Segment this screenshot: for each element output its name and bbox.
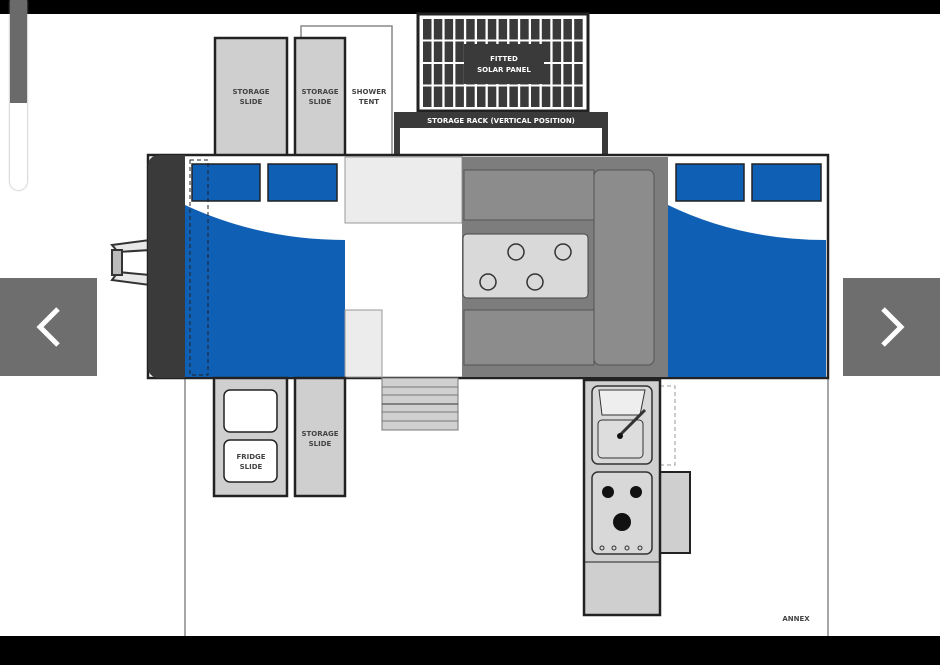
outdoor-kitchen — [582, 378, 691, 617]
solar-cell — [423, 64, 432, 85]
solar-cell — [563, 41, 572, 62]
solar-cell — [574, 64, 583, 85]
solar-cell — [541, 19, 551, 40]
solar-cell — [433, 64, 443, 85]
storage-slide-2 — [293, 36, 347, 158]
storage-rack — [394, 112, 608, 156]
solar-cell — [498, 19, 508, 40]
storage-slide-1-line2: SLIDE — [240, 98, 263, 106]
scrollbar[interactable] — [10, 0, 27, 190]
solar-cell — [531, 86, 540, 107]
storage-slide-3-line1: STORAGE — [301, 430, 338, 438]
solar-cell — [509, 86, 518, 107]
solar-cell — [477, 86, 486, 107]
solar-cell — [531, 19, 540, 40]
fridge-slide-line1: FRIDGE — [236, 453, 265, 461]
next-image-button[interactable] — [843, 278, 940, 376]
solar-cell — [466, 86, 475, 107]
solar-cell — [444, 41, 454, 62]
solar-cell — [466, 19, 475, 40]
solar-cell — [552, 41, 562, 62]
solar-cell — [541, 64, 551, 85]
scrollbar-thumb[interactable] — [10, 0, 27, 103]
storage-slide-2-line1: STORAGE — [301, 88, 338, 96]
storage-slide-3-line2: SLIDE — [309, 440, 332, 448]
solar-cell — [541, 86, 551, 107]
previous-image-button[interactable] — [0, 278, 97, 376]
chevron-left-icon — [35, 307, 60, 347]
solar-cell — [574, 41, 583, 62]
solar-cell — [487, 19, 497, 40]
solar-cell — [563, 86, 572, 107]
solar-panel-line2: SOLAR PANEL — [477, 66, 531, 74]
solar-panel — [416, 12, 590, 113]
solar-cell — [444, 19, 454, 40]
trailer-body — [146, 153, 830, 380]
solar-cell — [520, 19, 529, 40]
solar-cell — [423, 41, 432, 62]
solar-cell — [477, 19, 486, 40]
solar-cell — [552, 19, 562, 40]
solar-cell — [552, 64, 562, 85]
fridge-slide — [212, 376, 289, 498]
solar-cell — [455, 64, 464, 85]
solar-cell — [563, 19, 572, 40]
solar-cell — [563, 64, 572, 85]
solar-cell — [541, 41, 551, 62]
solar-cell — [433, 41, 443, 62]
storage-rack-label: STORAGE RACK (VERTICAL POSITION) — [427, 117, 575, 125]
entry-steps — [381, 377, 459, 431]
solar-cell — [444, 86, 454, 107]
solar-cell — [455, 86, 464, 107]
solar-cell — [455, 41, 464, 62]
solar-cell — [574, 19, 583, 40]
storage-slide-3 — [293, 376, 347, 498]
shower-tent-line2: TENT — [359, 98, 379, 106]
shower-tent-line1: SHOWER — [352, 88, 387, 96]
solar-cell — [433, 86, 443, 107]
drawbar — [110, 238, 151, 287]
storage-slide-1-line1: STORAGE — [232, 88, 269, 96]
top-bar — [0, 0, 940, 14]
annex-area — [184, 378, 829, 636]
solar-cell — [433, 19, 443, 40]
bottom-bar — [0, 636, 940, 665]
solar-cell — [520, 86, 529, 107]
solar-cell — [498, 86, 508, 107]
annex-label: ANNEX — [782, 615, 810, 623]
solar-cell — [423, 86, 432, 107]
solar-cell — [455, 19, 464, 40]
solar-cell — [509, 19, 518, 40]
chevron-right-icon — [880, 307, 905, 347]
solar-cell — [487, 86, 497, 107]
fridge-slide-line2: SLIDE — [240, 463, 263, 471]
solar-cell — [552, 86, 562, 107]
solar-cell — [574, 86, 583, 107]
solar-cell — [423, 19, 432, 40]
solar-cell — [444, 64, 454, 85]
storage-slide-1 — [213, 36, 289, 158]
solar-panel-line1: FITTED — [490, 55, 518, 63]
storage-slide-2-line2: SLIDE — [309, 98, 332, 106]
